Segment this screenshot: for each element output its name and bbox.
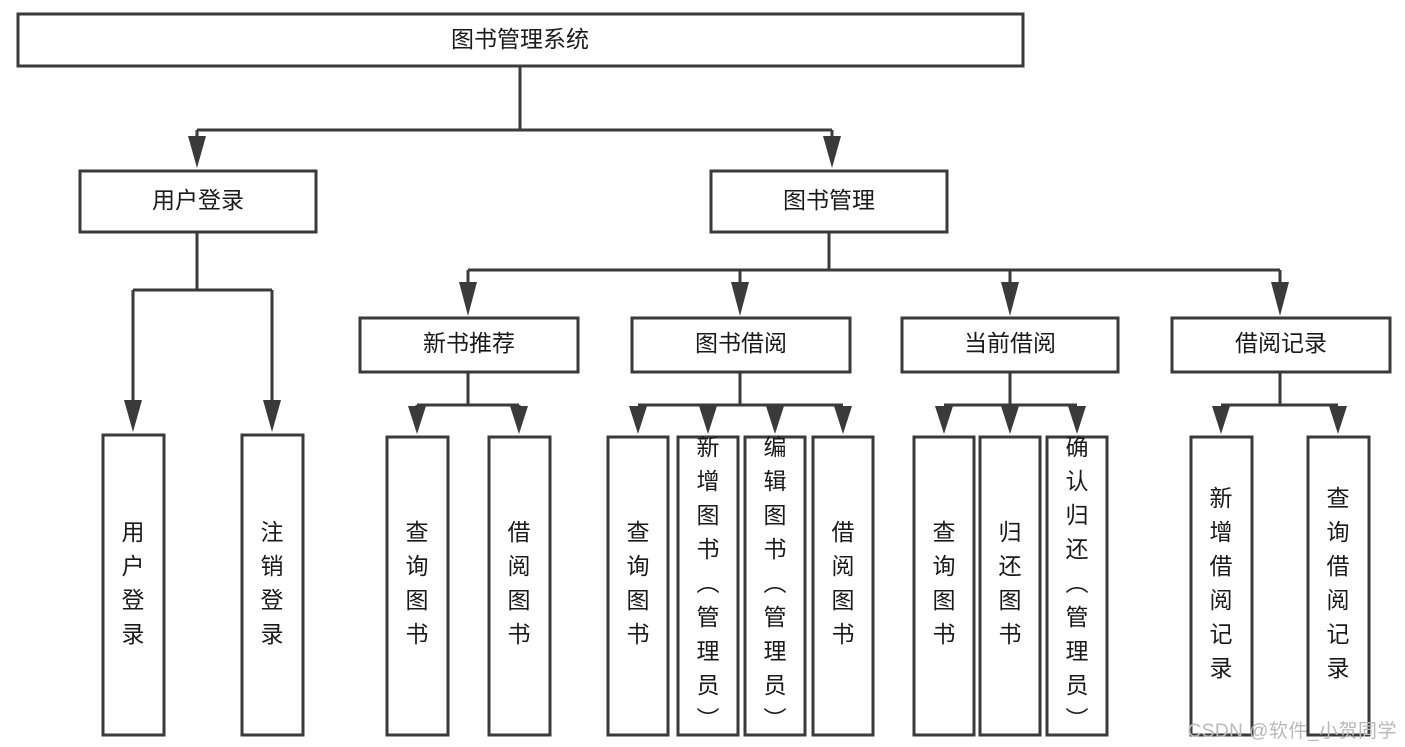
arrow-to-leaf-user-login [124,400,142,432]
node-leaf-confirm-return-label: 确认归还︵管理员︶ [1066,434,1089,732]
node-leaf-query-book-3-label: 查询图书 [933,519,956,647]
node-leaf-borrow-book-2-label: 借阅图书 [832,519,855,647]
node-book-manage-box[interactable] [709,169,949,234]
node-book-borrow[interactable]: 图书借阅 [630,316,852,374]
node-user-login[interactable]: 用户登录 [78,169,318,234]
node-leaf-query-book-1[interactable]: 查询图书 [385,435,450,737]
node-leaf-query-book-1-box[interactable] [385,435,450,737]
node-leaf-borrow-book-1[interactable]: 借阅图书 [487,435,552,737]
node-leaf-logout-login-label: 注销登录 [261,519,284,647]
arrow-to-book-manage [823,136,841,168]
node-borrow-record-box[interactable] [1170,316,1392,374]
arrow-to-leaf-query-record [1329,406,1347,434]
node-leaf-query-book-2-box[interactable] [606,435,670,737]
connector-group-root [188,66,841,168]
connector-group-new-book-recommend [408,372,528,434]
node-current-borrow[interactable]: 当前借阅 [900,316,1120,374]
node-leaf-add-record[interactable]: 新增借阅记录 [1189,435,1254,737]
node-leaf-borrow-book-1-box[interactable] [487,435,552,737]
arrow-to-borrow-record [1271,282,1289,316]
arrow-to-leaf-query-book-2 [629,406,647,434]
node-leaf-confirm-return-box[interactable] [1045,435,1109,737]
arrow-to-leaf-borrow-book-1 [510,406,528,434]
node-leaf-logout-login[interactable]: 注销登录 [240,433,305,737]
connector-group-book-borrow [629,372,852,434]
node-book-manage-label: 图书管理 [783,187,875,213]
arrow-to-leaf-query-book-1 [408,406,426,434]
node-leaf-return-book[interactable]: 归还图书 [978,435,1042,737]
arrow-to-book-borrow [731,282,749,316]
node-current-borrow-label: 当前借阅 [964,330,1056,356]
node-leaf-query-book-3-box[interactable] [912,435,976,737]
node-new-book-recommend-box[interactable] [358,316,580,374]
node-leaf-query-book-2-label: 查询图书 [627,519,650,647]
arrow-to-user-login [188,136,206,168]
node-leaf-query-book-3[interactable]: 查询图书 [912,435,976,737]
node-leaf-return-book-box[interactable] [978,435,1042,737]
node-leaf-add-record-box[interactable] [1189,435,1254,737]
node-leaf-user-login-label: 用户登录 [122,519,145,647]
node-root-label: 图书管理系统 [451,26,589,52]
connector-group-book-manage [459,232,1289,316]
node-leaf-add-book-box[interactable] [676,435,740,737]
arrow-to-leaf-add-record [1212,406,1230,434]
arrow-to-leaf-logout-login [263,400,281,432]
node-leaf-edit-book-label: 编辑图书︵管理员︶ [764,434,787,732]
node-leaf-edit-book[interactable]: 编辑图书︵管理员︶ [743,434,807,737]
arrow-to-current-borrow [1001,282,1019,316]
node-leaf-borrow-book-2-box[interactable] [811,435,875,737]
node-leaf-add-book-label: 新增图书︵管理员︶ [697,434,720,732]
node-leaf-query-book-2[interactable]: 查询图书 [606,435,670,737]
node-user-login-box[interactable] [78,169,318,234]
node-borrow-record-label: 借阅记录 [1235,330,1327,356]
arrow-to-new-book-recommend [459,282,477,316]
arrow-to-leaf-edit-book [766,406,784,434]
connector-group-user-login [124,232,281,432]
node-book-borrow-label: 图书借阅 [695,330,787,356]
node-leaf-query-record[interactable]: 查询借阅记录 [1306,435,1371,737]
node-new-book-recommend-label: 新书推荐 [423,330,515,356]
arrow-to-leaf-add-book [699,406,717,434]
arrow-to-leaf-confirm-return [1068,406,1086,434]
node-leaf-edit-book-box[interactable] [743,435,807,737]
node-leaf-logout-login-box[interactable] [240,433,305,737]
arrow-to-leaf-borrow-book-2 [834,406,852,434]
connector-group-borrow-record [1212,372,1347,434]
node-user-login-label: 用户登录 [152,187,244,213]
node-leaf-borrow-book-2[interactable]: 借阅图书 [811,435,875,737]
node-leaf-query-record-label: 查询借阅记录 [1327,485,1350,681]
node-leaf-confirm-return[interactable]: 确认归还︵管理员︶ [1045,434,1109,737]
node-borrow-record[interactable]: 借阅记录 [1170,316,1392,374]
node-root-box[interactable] [16,12,1025,68]
node-leaf-add-book[interactable]: 新增图书︵管理员︶ [676,434,740,737]
node-leaf-return-book-label: 归还图书 [999,519,1022,647]
node-book-manage[interactable]: 图书管理 [709,169,949,234]
node-current-borrow-box[interactable] [900,316,1120,374]
node-book-borrow-box[interactable] [630,316,852,374]
node-leaf-query-record-box[interactable] [1306,435,1371,737]
node-new-book-recommend[interactable]: 新书推荐 [358,316,580,374]
connector-group-current-borrow [935,372,1086,434]
node-root[interactable]: 图书管理系统 [16,12,1025,68]
arrow-to-leaf-return-book [1001,406,1019,434]
node-leaf-add-record-label: 新增借阅记录 [1210,485,1233,681]
node-leaf-user-login[interactable]: 用户登录 [101,433,166,737]
node-leaf-query-book-1-label: 查询图书 [406,519,429,647]
arrow-to-leaf-query-book-3 [935,406,953,434]
node-leaf-user-login-box[interactable] [101,433,166,737]
node-leaf-borrow-book-1-label: 借阅图书 [508,519,531,647]
